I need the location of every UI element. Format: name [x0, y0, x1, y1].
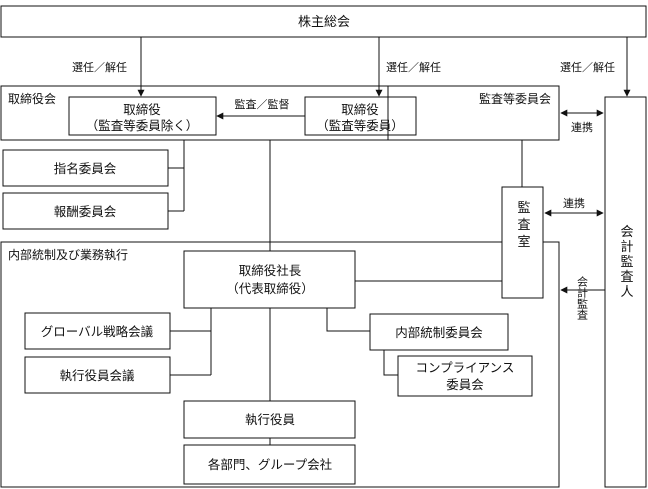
compliance-branch-line — [383, 350, 398, 376]
president-box — [183, 250, 356, 309]
audit-supervise-label: 監査／監督 — [235, 97, 290, 111]
audit-office-label: 監査室 — [515, 200, 531, 252]
accounting-auditor-label: 会計監査人 — [618, 225, 634, 300]
audit-committee-box — [387, 85, 560, 141]
internal-control-box — [0, 241, 560, 488]
coop-label-2: 連携 — [563, 196, 585, 210]
audit-office-box — [501, 186, 544, 299]
president-line2: （代表取締役） — [226, 281, 314, 296]
global-strategy-label: グローバル戦略会議 — [41, 324, 154, 339]
internal-control-branch-line — [326, 308, 370, 332]
accounting-audit-label: 会計監査 — [576, 276, 589, 320]
exec-officers-label: 執行役員 — [245, 412, 296, 427]
directors-excl-box — [68, 96, 217, 136]
board-label: 取締役会 — [8, 91, 56, 106]
directors-ac-line2: （監査等委員） — [316, 118, 404, 133]
appoint-label-3: 選任／解任 — [560, 60, 615, 74]
compliance-line1: コンプライアンス — [416, 360, 515, 375]
directors-excl-line2: （監査等委員除く） — [86, 118, 199, 133]
remuneration-committee-label: 報酬委員会 — [54, 204, 117, 219]
departments-label: 各部門、グループ会社 — [208, 457, 332, 472]
accounting-auditor-box — [604, 96, 647, 488]
appoint-label-2: 選任／解任 — [386, 60, 441, 74]
directors-ac-box — [304, 96, 417, 136]
internal-control-committee-box — [369, 313, 509, 351]
directors-ac-line1: 取締役 — [341, 102, 379, 117]
nomination-committee-label: 指名委員会 — [54, 161, 117, 176]
shareholders-meeting-label: 株主総会 — [298, 15, 350, 30]
audit-committee-label: 監査等委員会 — [479, 91, 551, 106]
compliance-line2: 委員会 — [446, 377, 484, 392]
directors-excl-line1: 取締役 — [123, 102, 161, 117]
president-line1: 取締役社長 — [239, 263, 302, 278]
internal-control-committee-label: 内部統制委員会 — [395, 325, 483, 340]
shareholders-meeting-box — [0, 5, 647, 38]
exec-officers-meeting-label: 執行役員会議 — [59, 368, 135, 383]
coop-label-1: 連携 — [571, 120, 593, 134]
internal-control-label: 内部統制及び業務執行 — [8, 247, 128, 262]
appoint-label-1: 選任／解任 — [72, 60, 127, 74]
compliance-committee-box — [397, 355, 533, 397]
